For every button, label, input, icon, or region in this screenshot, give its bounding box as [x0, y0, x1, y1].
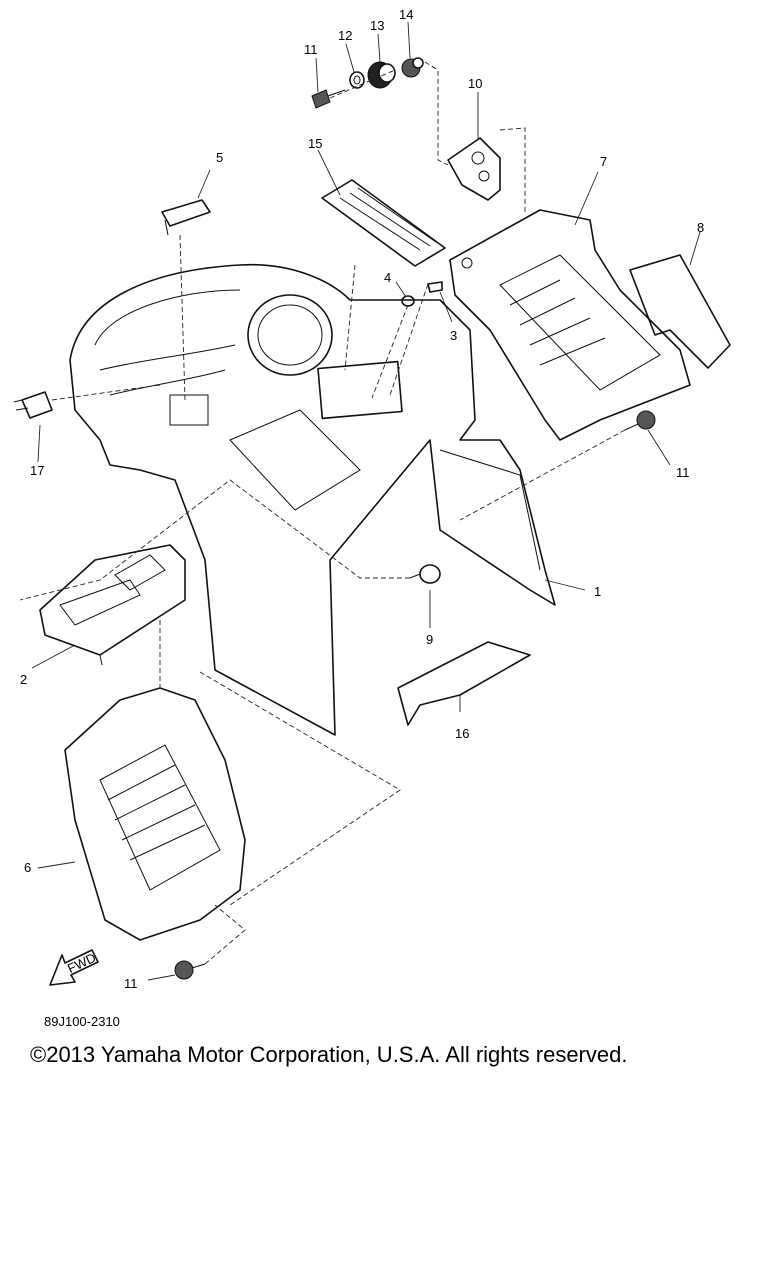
part-9-fastener: [409, 564, 441, 584]
part-8-strip: [629, 254, 731, 369]
exploded-parts-diagram: FWD 1 2 3: [13, 7, 731, 991]
callout-16: 16: [455, 726, 469, 741]
callout-11-top: 11: [304, 42, 318, 57]
part-11-bolt-top: [311, 89, 346, 109]
part-13-grommet: [367, 61, 396, 89]
callout-10: 10: [468, 76, 482, 91]
callout-9: 9: [426, 632, 433, 647]
part-11-bolt-bottom: [174, 960, 206, 980]
part-14-collar: [401, 57, 424, 78]
callout-11-right: 11: [676, 465, 690, 480]
callout-5: 5: [216, 150, 223, 165]
part-7-right-cover: [449, 209, 691, 441]
part-3-pin: [427, 281, 443, 293]
fwd-label: FWD: [65, 950, 98, 976]
part-6-left-cover: [64, 687, 246, 941]
callout-4: 4: [384, 270, 391, 285]
callout-7: 7: [600, 154, 607, 169]
callout-17: 17: [30, 463, 44, 478]
part-12-washer: [349, 71, 365, 89]
part-1-front-cowl: [69, 263, 556, 736]
callout-12: 12: [338, 28, 352, 43]
drawing-number: 89J100-2310: [44, 1014, 120, 1029]
callout-6: 6: [24, 860, 31, 875]
callout-8: 8: [697, 220, 704, 235]
part-4-nut: [401, 295, 415, 307]
part-2-panel: [39, 544, 186, 666]
part-17-connector: [13, 391, 53, 419]
callout-2: 2: [20, 672, 27, 687]
callout-15: 15: [308, 136, 322, 151]
callout-13: 13: [370, 18, 384, 33]
callout-labels: 1 2 3 4 5 6 7 8 9 10 11 11 11 12 13 14 1…: [20, 7, 704, 991]
callout-3: 3: [450, 328, 457, 343]
leader-lines: [19, 21, 701, 981]
part-5-clip: [161, 199, 211, 236]
part-10-bracket: [447, 137, 501, 201]
part-15-pad: [321, 179, 446, 267]
part-16-lower-panel: [397, 641, 531, 726]
copyright-notice: ©2013 Yamaha Motor Corporation, U.S.A. A…: [30, 1042, 628, 1067]
callout-14: 14: [399, 7, 413, 22]
callout-11-bottom: 11: [124, 976, 138, 991]
callout-1: 1: [594, 584, 601, 599]
part-11-bolt-right: [624, 410, 656, 431]
fwd-arrow-icon: FWD: [49, 949, 99, 986]
